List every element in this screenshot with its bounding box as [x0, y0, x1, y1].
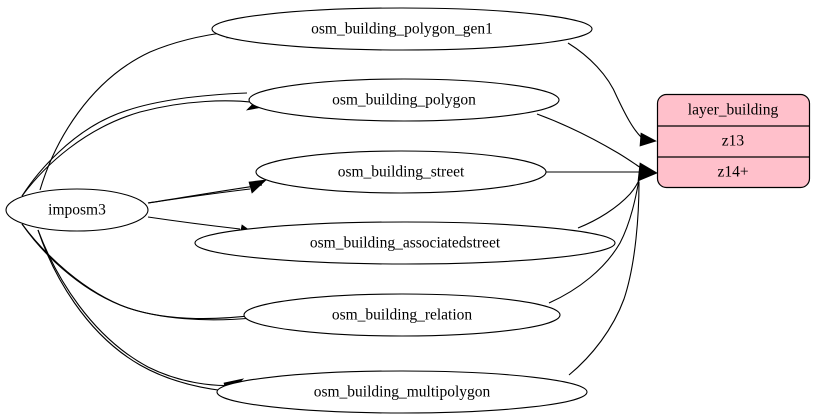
node-imposm3-shape[interactable]: [5, 188, 149, 232]
node-osm_building_street[interactable]: osm_building_street: [255, 150, 547, 194]
node-osm_building_polygon[interactable]: osm_building_polygon: [248, 78, 560, 122]
node-osm_building_multipolygon[interactable]: osm_building_multipolygon: [216, 370, 588, 414]
edge-imposm3-to-osm_building_multipolygon: [37, 229, 226, 392]
node-osm_building_polygon_gen1-shape[interactable]: [211, 7, 593, 51]
node-osm_building_multipolygon-shape[interactable]: [216, 370, 588, 414]
node-osm_building_polygon_gen1[interactable]: osm_building_polygon_gen1: [211, 7, 593, 51]
arrowhead-osm_building_street: [248, 179, 268, 194]
node-osm_building_street-label: osm_building_street: [338, 164, 465, 181]
arrowhead-layer_building-z13: [639, 132, 657, 147]
node-osm_building_multipolygon-label: osm_building_multipolygon: [314, 384, 491, 401]
node-layer_building[interactable]: layer_building z13 z14+: [656, 93, 811, 189]
edge-group-tables-to-layer: [536, 42, 658, 376]
node-osm_building_street-shape[interactable]: [255, 150, 547, 194]
node-layer_building-row-z14: z14+: [717, 164, 748, 181]
node-layer_building-row-title: layer_building: [688, 102, 779, 119]
edge-osm_building_multipolygon-to-layer_building-z14: [568, 181, 640, 376]
node-osm_building_relation-label: osm_building_relation: [332, 307, 473, 324]
node-osm_building_polygon-shape[interactable]: [248, 78, 560, 122]
node-layer_building-row-z13: z13: [722, 133, 745, 150]
edge-imposm3-to-osm_building_polygon: [21, 92, 248, 197]
node-osm_building_associatedstreet[interactable]: osm_building_associatedstreet: [194, 221, 616, 265]
edge-imposm3-to-osm_building_street-tail: [147, 184, 263, 204]
node-osm_building_associatedstreet-label: osm_building_associatedstreet: [310, 235, 501, 252]
edge-osm_building_polygon-to-layer_building-z14: [536, 113, 642, 169]
edge-osm_building_associatedstreet-to-layer_building-z14: [577, 175, 642, 229]
node-imposm3-label: imposm3: [48, 202, 106, 219]
node-osm_building_relation-shape[interactable]: [243, 293, 561, 337]
edge-imposm3-to-osm_building_polygon_gen1: [39, 31, 230, 191]
node-layer_building-shape[interactable]: [656, 93, 811, 189]
edge-osm_building_relation-to-layer_building-z14: [548, 179, 640, 304]
node-osm_building_polygon-label: osm_building_polygon: [332, 92, 476, 109]
edge-imposm3-to-osm_building_associatedstreet: [147, 216, 241, 230]
edge-imposm3-to-osm_building_polygon-tail: [21, 100, 259, 197]
node-osm_building_polygon_gen1-label: osm_building_polygon_gen1: [311, 21, 493, 38]
edge-osm_building_polygon_gen1-to-layer_building-z13: [567, 42, 642, 138]
edge-imposm3-to-osm_building_multipolygon-tail: [37, 229, 239, 386]
node-osm_building_associatedstreet-shape[interactable]: [194, 221, 616, 265]
node-osm_building_relation[interactable]: osm_building_relation: [243, 293, 561, 337]
arrowhead-layer_building-z14: [637, 162, 658, 182]
node-imposm3[interactable]: imposm3: [5, 188, 149, 232]
